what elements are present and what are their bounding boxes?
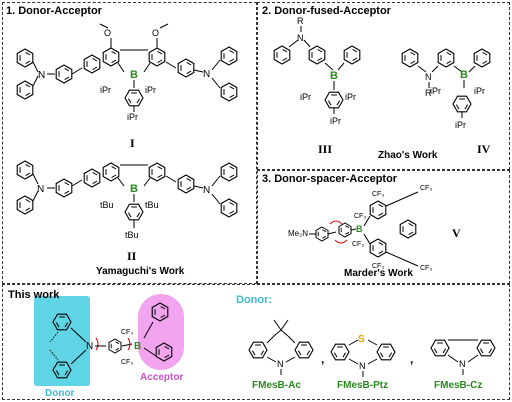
svg-text:O: O: [152, 28, 159, 38]
donor-highlight-box: [34, 296, 90, 386]
compound-FMesB-Cz: FMesB-Cz: [434, 380, 483, 391]
svg-text:O: O: [104, 28, 111, 38]
panel-donor-acceptor: [2, 2, 257, 284]
panel-2-title: 2. Donor-fused-Acceptor: [262, 5, 391, 17]
svg-text:N: N: [425, 72, 432, 82]
svg-text:iPr: iPr: [474, 86, 485, 96]
svg-text:iPr: iPr: [300, 92, 311, 102]
separator-2: ,: [410, 352, 414, 366]
svg-text:N: N: [203, 185, 210, 196]
donor-tag: Donor: [45, 388, 75, 399]
panel-3-title: 3. Donor-spacer-Acceptor: [262, 173, 398, 185]
panel-this-work: [2, 284, 510, 400]
svg-text:iPr: iPr: [127, 112, 138, 122]
svg-text:CF₃: CF₃: [420, 185, 432, 192]
svg-text:iPr: iPr: [330, 116, 341, 126]
svg-text:B: B: [356, 224, 363, 234]
credit-marder: Marder's Work: [344, 268, 413, 279]
svg-text:B: B: [330, 70, 338, 82]
panel-4-title: This work: [8, 289, 60, 301]
svg-text:N: N: [38, 70, 45, 81]
svg-text:tBu: tBu: [145, 200, 159, 210]
svg-text:CF₃: CF₃: [121, 329, 133, 336]
svg-text:N: N: [277, 359, 284, 369]
svg-text:N: N: [86, 341, 93, 352]
label-compound-IV: IV: [477, 142, 491, 156]
svg-text:CF₃: CF₃: [354, 213, 366, 220]
svg-text:iPr: iPr: [430, 86, 441, 96]
svg-text:tBu: tBu: [100, 200, 114, 210]
svg-text:B: B: [130, 183, 138, 195]
svg-text:N: N: [203, 69, 210, 80]
compound-I-structure: N B O O N iPr iPr iPr: [16, 23, 238, 122]
compound-FMesB-Ptz: FMesB-Ptz: [337, 380, 389, 391]
label-compound-III: III: [318, 142, 333, 156]
separator-1: ,: [321, 352, 325, 366]
donor-acridine-structure: N: [248, 319, 314, 375]
label-compound-II: II: [127, 249, 137, 263]
donor-header: Donor:: [236, 294, 273, 306]
svg-text:iPr: iPr: [100, 85, 111, 95]
svg-text:iPr: iPr: [455, 120, 466, 130]
svg-text:iPr: iPr: [145, 85, 156, 95]
label-compound-V: V: [452, 226, 461, 240]
svg-text:N: N: [37, 184, 44, 195]
panel-donor-spacer-acceptor: [257, 170, 510, 284]
svg-text:CF₃: CF₃: [121, 359, 133, 366]
svg-text:CF₃: CF₃: [420, 265, 432, 272]
svg-text:Me₂N: Me₂N: [288, 229, 308, 238]
svg-text:N: N: [359, 361, 366, 371]
donor-carbazole-structure: N: [430, 339, 496, 375]
svg-text:CF₃: CF₃: [372, 263, 384, 270]
compound-IV-structure: N R B iPr iPr iPr: [401, 48, 491, 130]
credit-zhao: Zhao's Work: [378, 150, 438, 161]
svg-text:iPr: iPr: [345, 92, 356, 102]
svg-text:N: N: [297, 33, 304, 43]
compound-III-structure: N R B iPr iPr iPr: [273, 16, 361, 126]
svg-text:CF₃: CF₃: [352, 241, 364, 248]
this-work-core-structure: N CF₃ CF₃ B: [49, 302, 173, 379]
label-compound-I: I: [130, 136, 135, 150]
svg-text:N: N: [459, 359, 466, 369]
svg-text:CF₃: CF₃: [372, 191, 384, 198]
svg-text:B: B: [130, 69, 138, 81]
acceptor-tag: Acceptor: [140, 372, 184, 383]
svg-text:R: R: [297, 16, 304, 26]
panel-donor-fused-acceptor: [257, 2, 510, 170]
svg-text:B: B: [460, 69, 468, 81]
svg-text:S: S: [358, 334, 365, 345]
credit-yamaguchi: Yamaguchi's Work: [96, 266, 185, 277]
compound-II-structure: N B N tBu tBu tBu: [16, 160, 238, 240]
svg-text:tBu: tBu: [125, 230, 139, 240]
compound-V-structure: Me₂N CF₃ CF₃ B CF₃ CF₃ CF₃ CF₃: [288, 185, 432, 272]
svg-text:B: B: [134, 341, 141, 352]
panel-1-title: 1. Donor-Acceptor: [6, 5, 102, 17]
compound-FMesB-Ac: FMesB-Ac: [252, 380, 301, 391]
donor-phenothiazine-structure: S N: [330, 334, 396, 377]
svg-text:R: R: [425, 88, 432, 98]
